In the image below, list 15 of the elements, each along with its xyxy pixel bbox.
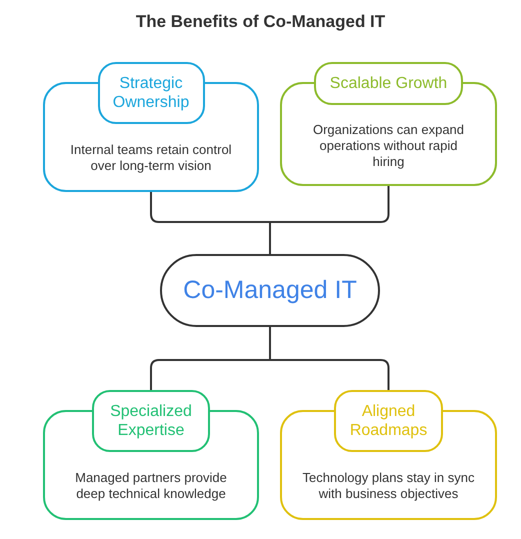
diagram-title: The Benefits of Co-Managed IT — [136, 11, 386, 33]
connector-line — [269, 186, 390, 254]
benefit-card — [43, 390, 259, 520]
card-description: Organizations can expand operations without rapid hiring — [312, 122, 466, 170]
card-description: Managed partners provide deep technical knowledge — [74, 470, 228, 502]
benefit-card — [280, 62, 497, 186]
card-heading: Scalable Growth — [314, 62, 463, 105]
card-heading: Specialized Expertise — [92, 390, 210, 452]
central-topic: Co-Managed IT — [160, 254, 380, 327]
benefit-card — [280, 390, 497, 520]
card-description: Internal teams retain control over long-term vision — [69, 142, 233, 174]
card-description: Technology plans stay in sync with business objectives — [302, 470, 476, 502]
benefit-card — [43, 62, 259, 192]
card-heading: Aligned Roadmaps — [334, 390, 443, 452]
card-heading: Strategic Ownership — [98, 62, 204, 124]
